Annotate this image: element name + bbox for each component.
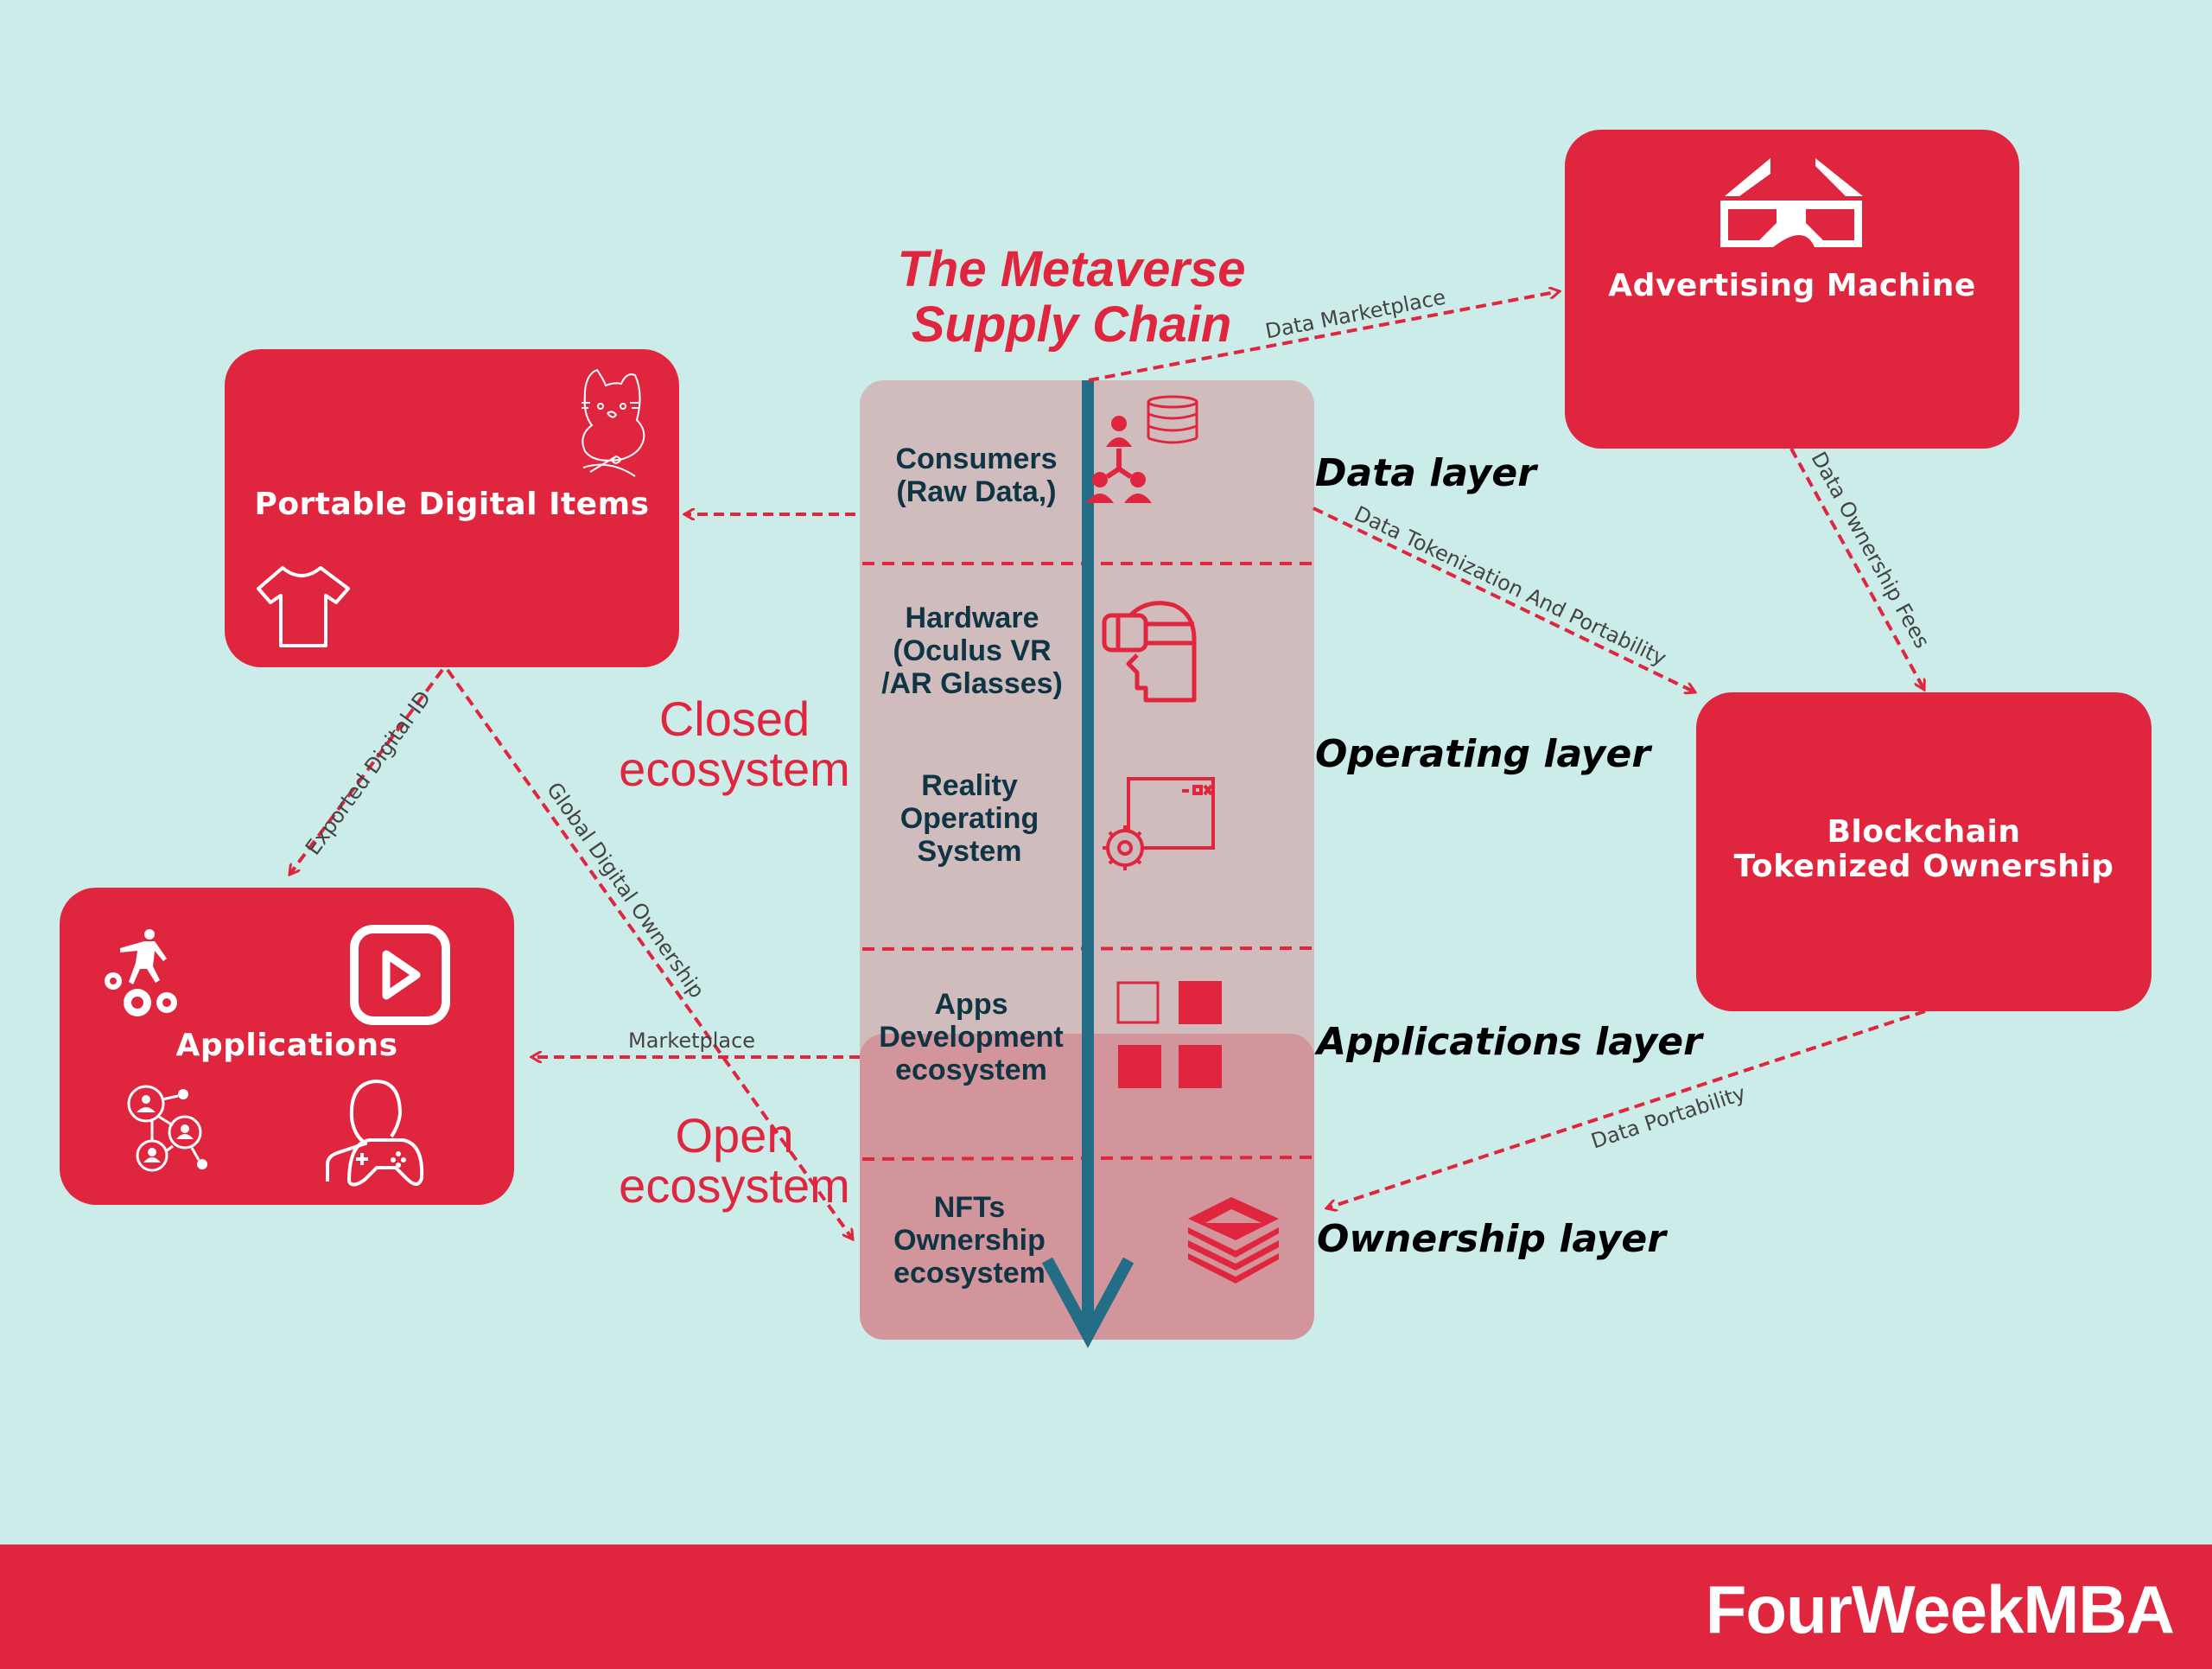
blockchain-box[interactable]: Blockchain Tokenized Ownership — [1696, 692, 2152, 1011]
stage-consumers: Consumers (Raw Data,) — [860, 443, 1093, 508]
stage-line: ecosystem — [895, 1054, 1047, 1086]
stage-line: ecosystem — [893, 1257, 1046, 1290]
arrow-data-portability — [1326, 1010, 1926, 1208]
stage-line: Ownership — [893, 1224, 1046, 1257]
diagram-title: The Metaverse Supply Chain — [873, 242, 1270, 353]
stage-line: System — [917, 835, 1022, 868]
arrow-data-ownership-fees — [1789, 448, 1924, 690]
arrow-data-marketplace — [1088, 291, 1560, 382]
stage-line: NFTs — [933, 1191, 1006, 1224]
arrow-data-tokenization — [1313, 506, 1695, 692]
advertising-machine-title: Advertising Machine — [1608, 268, 1976, 303]
window-gear-icon — [1103, 777, 1215, 870]
eco-line: ecosystem — [619, 1158, 850, 1213]
blockchain-title-line: Blockchain — [1827, 814, 2021, 850]
arrow-global-digital-ownership — [446, 668, 853, 1239]
eco-line: Closed — [658, 691, 810, 746]
stage-line: Consumers — [895, 443, 1058, 475]
portable-digital-items-title: Portable Digital Items — [254, 487, 650, 522]
gears-person-icon — [105, 929, 177, 1016]
stage-line: /AR Glasses) — [881, 667, 1063, 700]
stage-nfts-ownership: NFTs Ownership ecosystem — [853, 1191, 1086, 1290]
3d-glasses-icon — [1720, 158, 1863, 247]
open-ecosystem-label: Open ecosystem — [605, 1111, 864, 1211]
blockchain-title-line: Tokenized Ownership — [1733, 848, 2114, 884]
stage-line: Reality — [921, 769, 1018, 802]
stage-hardware: Hardware (Oculus VR /AR Glasses) — [855, 602, 1089, 700]
edge-label-marketplace: Marketplace — [628, 1029, 756, 1053]
gamer-icon — [326, 1080, 424, 1187]
closed-ecosystem-label: Closed ecosystem — [605, 694, 864, 794]
title-line-1: The Metaverse — [897, 241, 1246, 297]
eco-line: Open — [675, 1108, 794, 1163]
layer-label-data: Data layer — [1315, 451, 1536, 495]
stage-line: Operating — [899, 802, 1039, 835]
vr-headset-icon — [1102, 601, 1197, 703]
app-grid-icon — [1116, 981, 1222, 1088]
stage-reality-os: Reality Operating System — [853, 769, 1086, 868]
layers-icon — [1188, 1197, 1279, 1284]
stage-line: (Raw Data,) — [896, 475, 1057, 508]
consumers-data-icon — [1086, 395, 1198, 503]
layer-label-ownership: Ownership layer — [1317, 1217, 1666, 1261]
brand-logo[interactable]: FourWeekMBA — [1705, 1571, 2175, 1647]
play-button-icon — [350, 925, 450, 1025]
layer-label-operating: Operating layer — [1315, 732, 1651, 776]
stage-apps-development: Apps Development ecosystem — [855, 988, 1088, 1086]
title-line-2: Supply Chain — [911, 296, 1232, 353]
stage-line: Apps — [934, 988, 1008, 1021]
applications-title: Applications — [175, 1028, 398, 1063]
stage-line: (Oculus VR — [893, 634, 1052, 667]
advertising-machine-box[interactable]: Advertising Machine — [1565, 130, 2019, 449]
arrow-exported-digital-id — [289, 668, 444, 875]
stage-line: Hardware — [905, 602, 1039, 634]
cat-doodle-icon — [582, 368, 645, 477]
applications-box[interactable]: Applications — [60, 888, 514, 1205]
supply-chain-arrow-icon — [1041, 380, 1135, 1348]
stage-line: Development — [879, 1021, 1064, 1054]
blockchain-title: Blockchain Tokenized Ownership — [1696, 815, 2152, 883]
tshirt-icon — [257, 566, 350, 647]
portable-digital-items-box[interactable]: Portable Digital Items — [225, 349, 679, 667]
eco-line: ecosystem — [619, 742, 850, 796]
layer-label-applications: Applications layer — [1317, 1020, 1702, 1064]
network-people-icon — [127, 1085, 207, 1172]
footer-bar: FourWeekMBA — [0, 1545, 2212, 1669]
